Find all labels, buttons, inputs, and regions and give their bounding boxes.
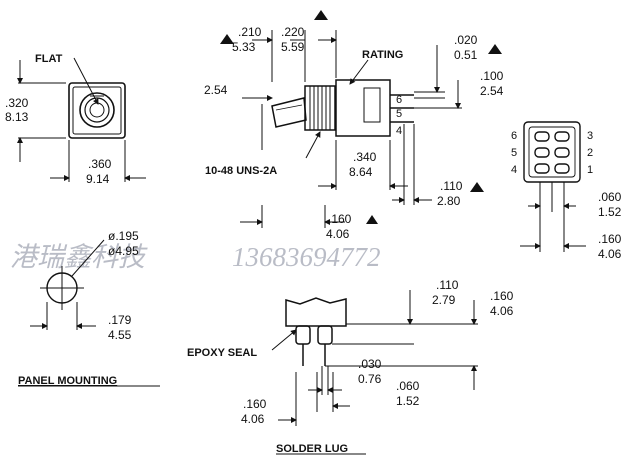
dim-160-lug-in: .160 <box>490 289 514 303</box>
dim-210-in: .210 <box>238 25 262 39</box>
epoxy-seal-label: EPOXY SEAL <box>187 347 257 359</box>
dim-254-mm: 2.54 <box>204 83 228 97</box>
terminal-view <box>523 121 581 183</box>
dim-060-in: .060 <box>598 190 622 204</box>
dim-160-lug2-mm: 4.06 <box>241 412 265 426</box>
dim-179-in: .179 <box>108 313 132 327</box>
dim-110-mm: 2.80 <box>437 194 461 208</box>
dim-110-in: .110 <box>440 179 463 193</box>
watermark-phone: 13683694772 <box>232 242 381 272</box>
watermark-company: 港瑞鑫科技 <box>10 242 148 272</box>
dim-060-lug-mm: 1.52 <box>396 394 420 408</box>
dim-320-mm: 8.13 <box>5 110 29 124</box>
dim-179-mm: 4.55 <box>108 328 132 342</box>
dim-020-mm: 0.51 <box>454 48 478 62</box>
dim-110-lug-mm: 2.79 <box>432 293 456 307</box>
dim-030-mm: 0.76 <box>358 372 382 386</box>
dim-160-lug-mm: 4.06 <box>490 304 514 318</box>
dim-160-mm: 4.06 <box>326 227 350 241</box>
solder-lug-view <box>285 297 347 366</box>
dim-160-lug2-in: .160 <box>243 397 267 411</box>
dim-160-in: .160 <box>328 212 352 226</box>
side-pin-4: 4 <box>396 125 402 137</box>
panel-mounting-title: PANEL MOUNTING <box>18 375 117 387</box>
dim-320-in: .320 <box>5 96 29 110</box>
term-pin-6: 6 <box>511 130 517 142</box>
dim-100-in: .100 <box>480 69 504 83</box>
side-pin-6: 6 <box>396 94 402 106</box>
term-pin-3: 3 <box>587 130 593 142</box>
rating-label: RATING <box>362 49 403 61</box>
dim-340-in: .340 <box>353 150 377 164</box>
thread-label: 10-48 UNS-2A <box>205 165 277 177</box>
triangle-marker-icon <box>470 182 484 192</box>
triangle-marker-icon <box>220 34 234 44</box>
dim-160-term-in: .160 <box>598 232 622 246</box>
dim-phi-mm: ø4.95 <box>108 244 139 258</box>
term-pin-4: 4 <box>511 164 517 176</box>
triangle-marker-icon <box>314 10 328 20</box>
dim-110-lug-in: .110 <box>436 278 459 292</box>
triangle-marker-icon <box>366 215 378 224</box>
term-pin-2: 2 <box>587 147 593 159</box>
term-pin-1: 1 <box>587 164 593 176</box>
dim-360-in: .360 <box>88 157 112 171</box>
dim-160-term-mm: 4.06 <box>598 247 622 261</box>
side-view <box>271 79 414 137</box>
dim-340-mm: 8.64 <box>349 165 373 179</box>
dim-220-mm: 5.59 <box>281 40 305 54</box>
solder-lug-title: SOLDER LUG <box>276 443 348 455</box>
dim-060-lug-in: .060 <box>396 379 420 393</box>
flat-label: FLAT <box>35 53 63 65</box>
dim-220-in: .220 <box>281 25 305 39</box>
dim-360-mm: 9.14 <box>86 172 110 186</box>
dim-030-in: .030 <box>358 357 382 371</box>
dim-060-mm: 1.52 <box>598 205 622 219</box>
side-pin-5: 5 <box>396 108 402 120</box>
front-view <box>68 82 126 139</box>
term-pin-5: 5 <box>511 147 517 159</box>
dim-100-mm: 2.54 <box>480 84 504 98</box>
dim-020-in: .020 <box>454 33 478 47</box>
dim-210-mm: 5.33 <box>232 40 256 54</box>
dim-phi-in: ø.195 <box>108 229 139 243</box>
panel-hole <box>40 266 84 310</box>
triangle-marker-icon <box>488 44 502 54</box>
